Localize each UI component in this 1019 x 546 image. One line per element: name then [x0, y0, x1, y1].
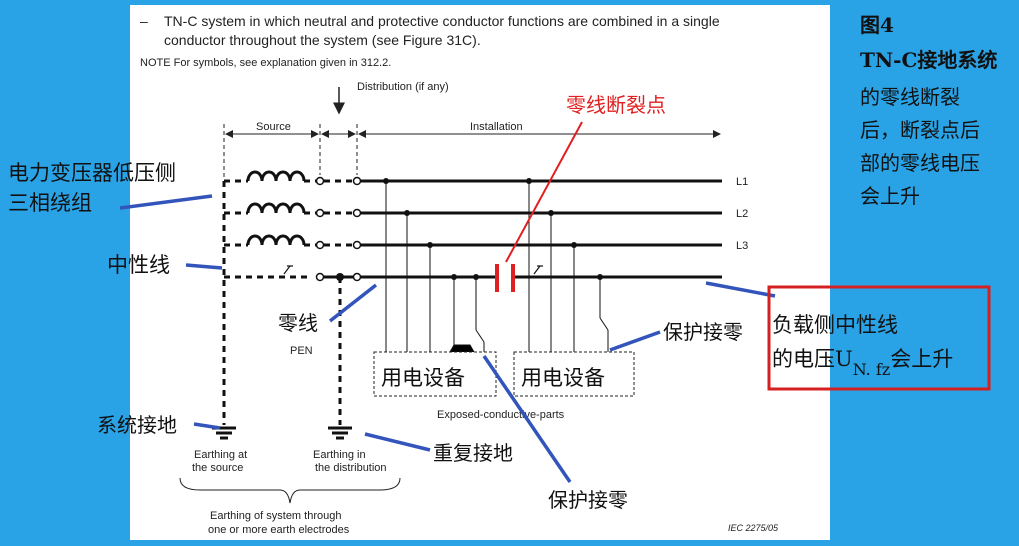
load-voltage-line-2: 的电压UN. fz会上升	[772, 347, 953, 379]
source-label: Source	[256, 121, 291, 133]
neutral-label: 中性线	[107, 253, 170, 277]
equipment-box-1	[373, 351, 497, 397]
break-point-pointer	[505, 121, 583, 263]
header-bullet: –	[140, 13, 148, 29]
system-ground-label: 系统接地	[97, 413, 177, 437]
side-title-line-5: 部的零线电压	[860, 151, 980, 175]
junction-dots	[383, 178, 603, 280]
earth-dist-line-1: Earthing in	[313, 449, 366, 461]
equipment-label-1: 用电设备	[381, 366, 465, 390]
equipment-wires	[385, 181, 609, 353]
break-point-label: 零线断裂点	[566, 93, 666, 117]
protect-zero-bottom-label: 保护接零	[548, 488, 628, 512]
pen-junction	[336, 273, 344, 281]
pen-label: PEN	[290, 345, 313, 357]
earth-source-line-2: the source	[192, 462, 243, 474]
switch-symbols	[283, 265, 543, 275]
break-point-mark	[495, 264, 515, 292]
terminals	[315, 176, 362, 282]
side-title-line-2: TN-C接地系统	[860, 48, 997, 72]
header-line-2: conductor throughout the system (see Fig…	[164, 32, 481, 48]
side-title-line-4: 后，断裂点后	[860, 118, 980, 142]
protect-zero-right-label: 保护接零	[663, 320, 743, 344]
earthing-brace	[179, 477, 401, 504]
header-line-1: TN-C system in which neutral and protect…	[164, 13, 720, 29]
label-l3: L3	[736, 240, 748, 252]
load-voltage-line-1: 负载侧中性线	[772, 313, 898, 337]
exposed-label: Exposed-conductive-parts	[437, 409, 565, 421]
label-l2: L2	[736, 208, 748, 220]
equipment-label-2: 用电设备	[521, 366, 605, 390]
side-title-line-1: 图4	[860, 13, 894, 37]
earth-symbols	[212, 426, 352, 440]
label-l1: L1	[736, 176, 748, 188]
distribution-label: Distribution (if any)	[357, 81, 449, 93]
earth-system-line-1: Earthing of system through	[210, 510, 341, 522]
iec-code: IEC 2275/05	[728, 523, 779, 533]
earth-dist-line-2: the distribution	[315, 462, 387, 474]
section-dividers	[223, 124, 358, 180]
load-voltage-box	[767, 285, 991, 391]
annotation-pointers	[119, 194, 776, 483]
zero-line-label: 零线	[278, 311, 318, 335]
equipment-box-2	[513, 351, 635, 397]
installation-label: Installation	[470, 121, 523, 133]
transformer-label-1: 电力变压器低压侧	[8, 161, 176, 185]
earth-system-line-2: one or more earth electrodes	[208, 524, 350, 536]
source-dashed-links	[222, 179, 354, 425]
transformer-windings	[246, 170, 306, 246]
header-note: NOTE For symbols, see explanation given …	[140, 57, 391, 69]
side-title-line-6: 会上升	[860, 184, 920, 208]
repeat-ground-label: 重复接地	[433, 441, 513, 465]
figure-panel	[130, 5, 830, 540]
transformer-label-2: 三相绕组	[8, 191, 92, 215]
earth-source-line-1: Earthing at	[194, 449, 247, 461]
side-title-line-3: 的零线断裂	[860, 85, 960, 109]
